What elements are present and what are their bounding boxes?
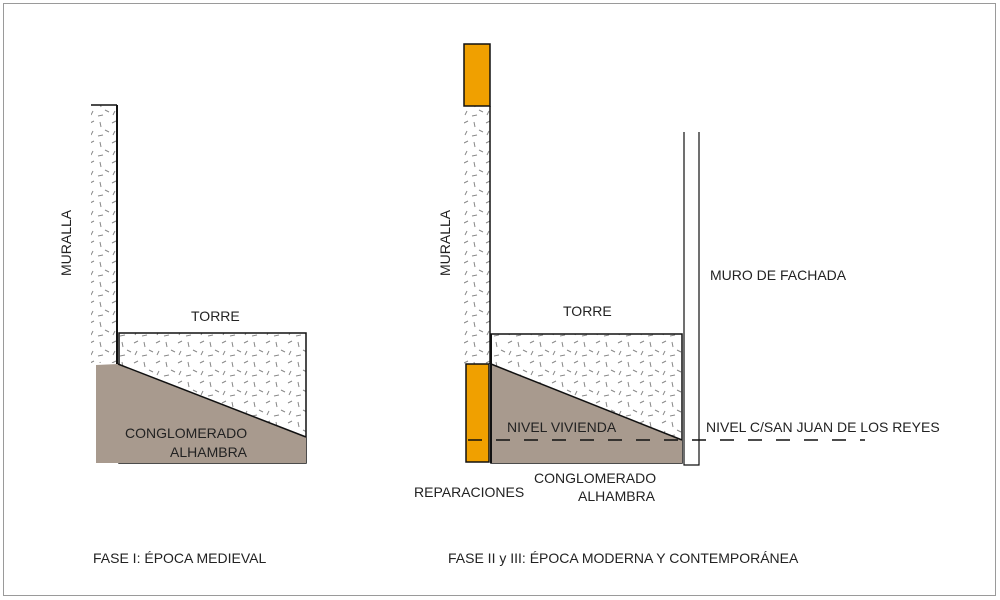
- alhambra-label: ALHAMBRA: [170, 444, 248, 460]
- alhambra-label: ALHAMBRA: [578, 488, 656, 504]
- muro-fachada-wall: [683, 132, 700, 466]
- conglomerado-label: CONGLOMERADO: [534, 470, 656, 486]
- conglomerado-rock: [491, 364, 682, 463]
- nivel-vivienda-label: NIVEL VIVIENDA: [507, 419, 617, 435]
- conglomerado-rock: [96, 364, 306, 463]
- nivel-calle-label: NIVEL C/SAN JUAN DE LOS REYES: [706, 419, 940, 435]
- conglomerado-label: CONGLOMERADO: [125, 425, 247, 441]
- figure-frame: [3, 3, 996, 596]
- torre-label: TORRE: [191, 308, 240, 324]
- muro-fachada-label: MURO DE FACHADA: [710, 267, 847, 283]
- reparacion-bottom: [465, 363, 490, 463]
- muralla-label: MURALLA: [58, 209, 74, 276]
- phase1-caption: FASE I: ÉPOCA MEDIEVAL: [93, 550, 266, 566]
- reparacion-top: [463, 43, 491, 107]
- phase1-diagram: MURALLA TORRE CONGLOMERADO ALHAMBRA FASE…: [58, 104, 307, 566]
- phase2-diagram: MURALLA TORRE MURO DE FACHADA NIVEL VIVI…: [414, 43, 940, 566]
- muralla-label: MURALLA: [437, 209, 453, 276]
- reparaciones-label: REPARACIONES: [414, 484, 524, 500]
- muralla-wall: [464, 106, 490, 364]
- torre-label: TORRE: [563, 303, 612, 319]
- muralla-wall: [91, 105, 117, 363]
- phase2-caption: FASE II y III: ÉPOCA MODERNA Y CONTEMPOR…: [448, 550, 799, 566]
